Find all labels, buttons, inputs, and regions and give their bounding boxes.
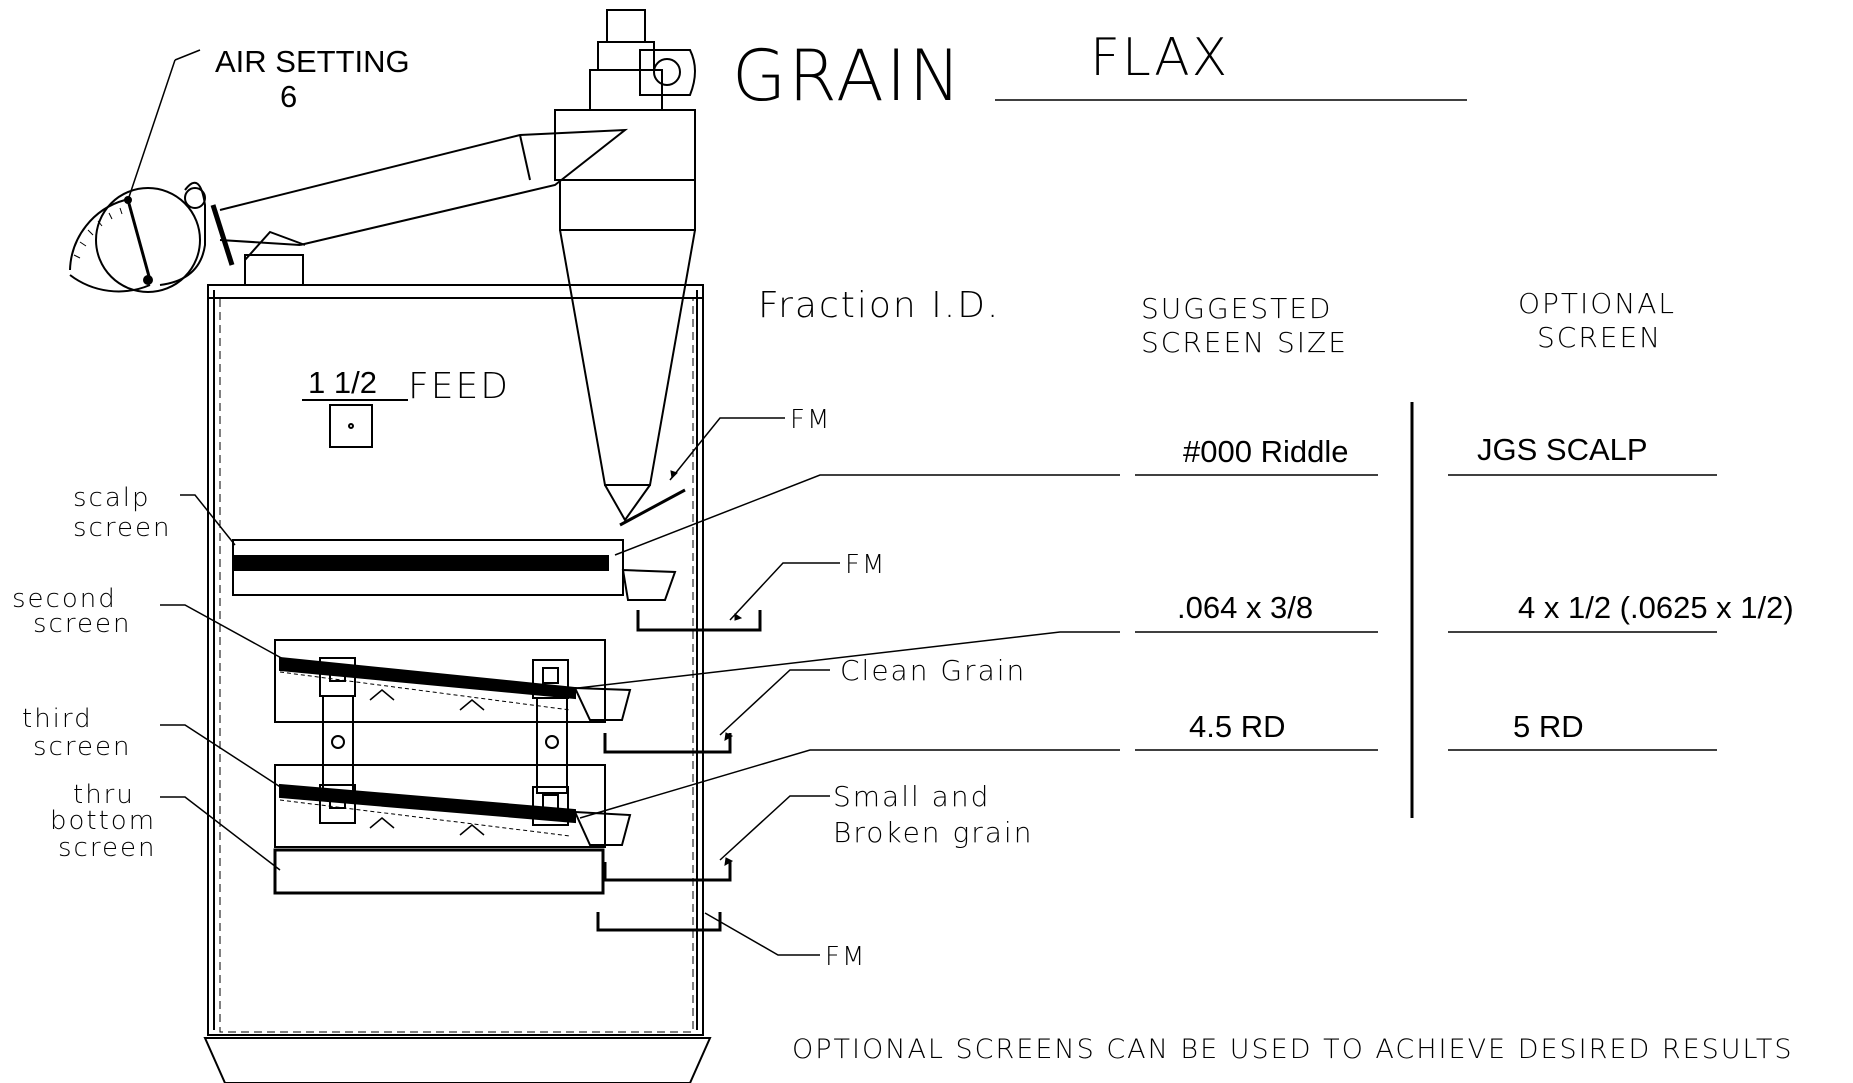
second-label-2: screen <box>33 609 131 639</box>
trough-clean-grain <box>603 733 732 754</box>
fm-bottom-label: FM <box>825 942 866 972</box>
grain-value: FLAX <box>1090 28 1229 88</box>
air-setting-dial <box>69 49 206 293</box>
thru-label-3: screen <box>58 833 156 863</box>
suggested-header-line2: SCREEN SIZE <box>1141 326 1348 359</box>
scalp-label-2: screen <box>73 513 171 543</box>
scalp-screen-drawing <box>232 539 677 601</box>
fraction-id-header: Fraction I.D. <box>758 285 1000 326</box>
thru-label-2: bottom <box>50 806 156 836</box>
trough-fm-bottom <box>596 912 722 932</box>
fan-motor <box>589 9 696 111</box>
row1-optional: JGS SCALP <box>1477 432 1648 467</box>
air-setting-label: AIR SETTING <box>215 44 410 79</box>
footer-note: OPTIONAL SCREENS CAN BE USED TO ACHIEVE … <box>792 1034 1794 1065</box>
third-screen-drawing <box>274 764 632 848</box>
small-grain-label-1: Small and <box>833 780 990 813</box>
fm-top-label: FM <box>790 405 831 435</box>
third-label-2: screen <box>33 732 131 762</box>
machine-cabinet <box>203 254 712 1083</box>
feed-port <box>329 404 373 448</box>
connecting-rod-right <box>536 697 568 794</box>
row3-optional: 5 RD <box>1513 709 1584 744</box>
row1-suggested: #000 Riddle <box>1183 434 1348 469</box>
grain-label: GRAIN <box>732 35 963 117</box>
scalp-label-1: scalp <box>73 483 151 513</box>
trough-fm-mid <box>636 610 762 632</box>
connecting-rod-left <box>322 695 354 793</box>
second-label-1: second <box>12 584 117 614</box>
bottom-tray <box>273 848 605 895</box>
leader-lines <box>160 417 1120 956</box>
row3-suggested: 4.5 RD <box>1189 709 1285 744</box>
small-grain-label-2: Broken grain <box>833 816 1033 849</box>
screen-table-lines <box>1135 402 1717 818</box>
third-label-1: third <box>22 704 93 734</box>
air-setting-value: 6 <box>280 79 297 114</box>
feed-value: 1 1/2 <box>308 365 377 400</box>
air-duct <box>210 128 629 266</box>
trough-small-grain <box>603 862 732 882</box>
optional-header-line1: OPTIONAL <box>1518 287 1676 320</box>
row2-optional: 4 x 1/2 (.0625 x 1/2) <box>1518 590 1794 625</box>
thru-label-1: thru <box>73 780 135 810</box>
optional-header-line2: SCREEN <box>1537 321 1662 354</box>
cyclone <box>554 109 696 522</box>
clean-grain-label: Clean Grain <box>840 654 1026 687</box>
suggested-header-line1: SUGGESTED <box>1141 292 1332 325</box>
fm-mid-label: FM <box>845 550 886 580</box>
row2-suggested: .064 x 3/8 <box>1177 590 1313 625</box>
feed-label: FEED <box>408 366 510 407</box>
second-screen-drawing <box>274 639 632 723</box>
